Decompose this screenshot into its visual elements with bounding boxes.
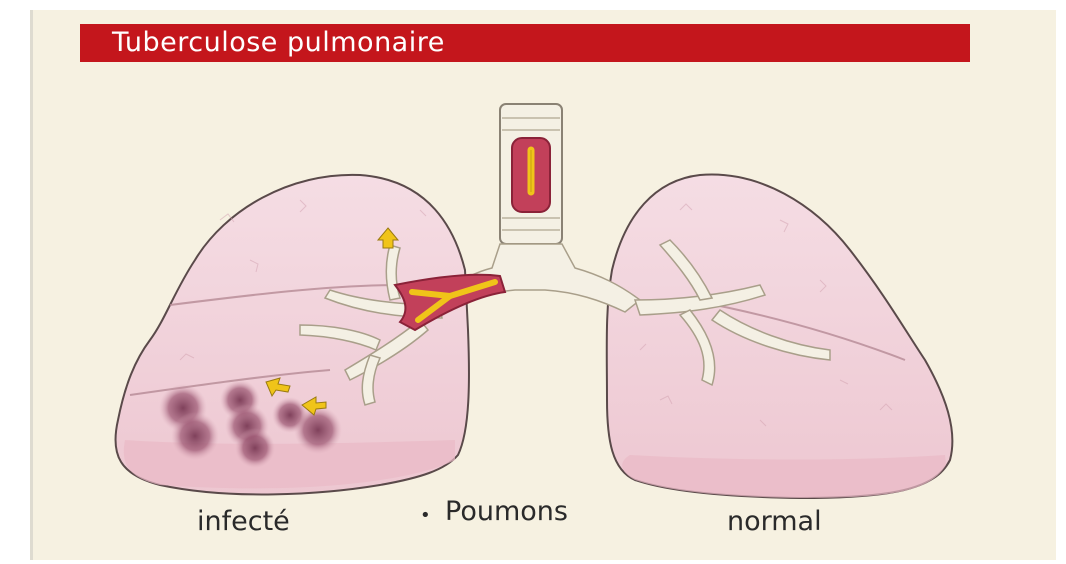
label-lungs: Poumons	[445, 496, 568, 528]
label-normal: normal	[727, 506, 822, 538]
normal-lung-shape	[607, 175, 953, 498]
label-infected: infecté	[197, 506, 290, 538]
lung-base-shadow	[124, 440, 455, 488]
trachea	[500, 104, 562, 244]
label-bullet: •	[420, 500, 431, 532]
lesion	[235, 428, 275, 468]
lesion	[171, 412, 219, 460]
lung-base-shadow	[622, 455, 946, 498]
normal-lung	[607, 175, 953, 498]
lesion	[294, 406, 342, 454]
